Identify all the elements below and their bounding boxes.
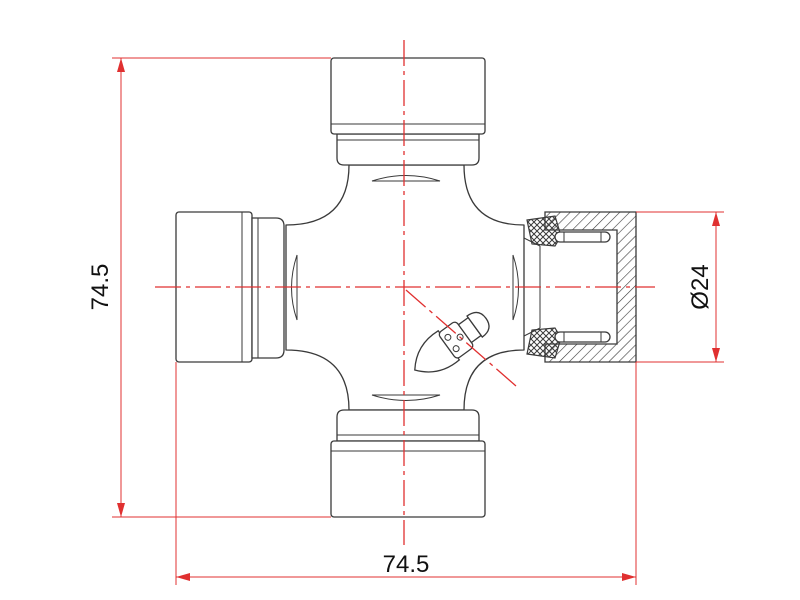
- top-bearing-cup: [330, 57, 486, 166]
- arm-recesses: [291, 175, 519, 401]
- bottom-bearing-cup: [330, 409, 486, 518]
- height-dimension: [112, 57, 331, 518]
- diameter-dimension: [636, 211, 724, 363]
- diameter-dimension-label: Ø24: [687, 264, 714, 309]
- width-dimension: [175, 362, 637, 585]
- centerlines: [155, 40, 655, 545]
- width-dimension-label: 74.5: [383, 551, 430, 578]
- grease-nipple: [414, 311, 490, 373]
- height-dimension-label: 74.5: [87, 264, 114, 311]
